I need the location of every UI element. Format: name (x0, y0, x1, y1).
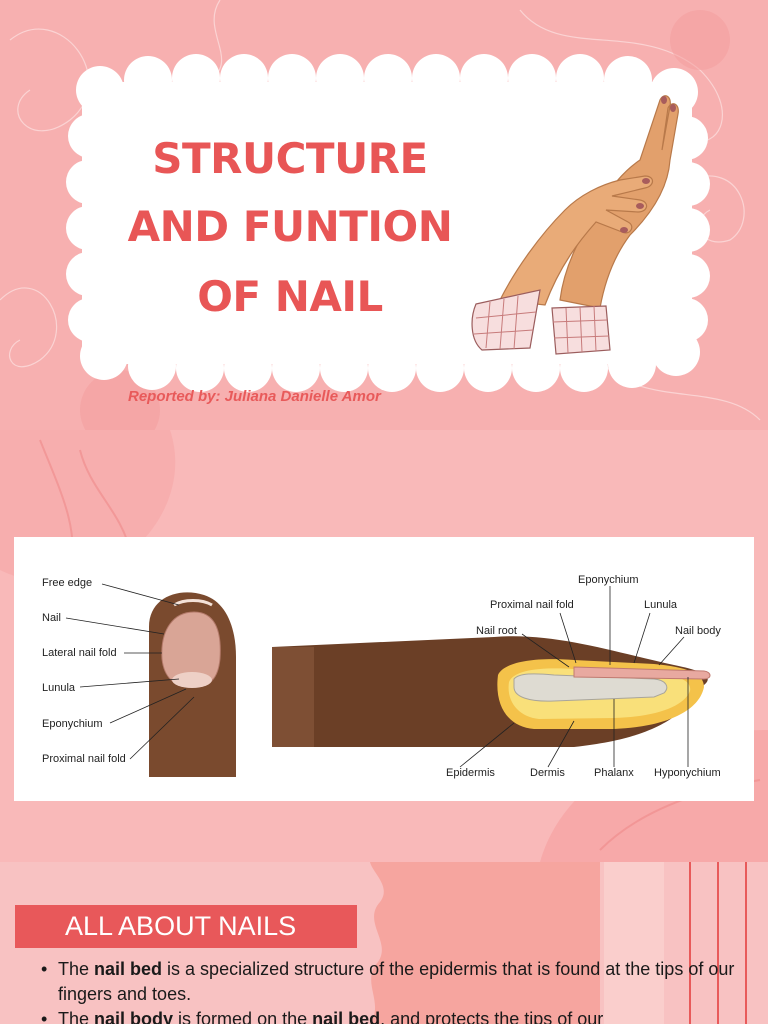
label-hyponychium: Hyponychium (654, 767, 721, 779)
bullet-bold-term: nail body (94, 1009, 174, 1024)
section-banner: ALL ABOUT NAILS (15, 905, 357, 948)
bullet-text: is a specialized structure of the epider… (58, 959, 735, 1004)
title-line-1: STRUCTURE (152, 134, 428, 183)
bullet-text: The (58, 959, 95, 979)
section-title: ALL ABOUT NAILS (65, 911, 297, 941)
label-phalanx: Phalanx (594, 767, 634, 779)
bullet-nail-bed: The nail bed is a specialized structure … (41, 957, 738, 1007)
bullet-bold-term: nail bed (94, 959, 163, 979)
label-proximal-nail-fold-left: Proximal nail fold (42, 753, 126, 765)
title-line-3: OF NAIL (197, 272, 383, 321)
caring-hands-icon (471, 95, 679, 355)
label-eponychium-right: Eponychium (578, 574, 639, 586)
label-nail-body: Nail body (675, 625, 721, 637)
label-lateral-nail-fold: Lateral nail fold (42, 647, 117, 659)
title-line-2: AND FUNTION (127, 202, 453, 251)
finger-illustration (65, 583, 711, 777)
info-slide: ALL ABOUT NAILS The nail bed is a specia… (0, 862, 768, 1024)
label-free-edge: Free edge (42, 577, 93, 589)
reporter-credit: Reported by: Juliana Danielle Amor (128, 388, 381, 405)
nail-anatomy-diagram: Free edge Nail Lateral nail fold Lunula … (14, 537, 754, 801)
bullet-text: The (58, 1009, 95, 1024)
label-proximal-nail-fold-right: Proximal nail fold (490, 599, 574, 611)
label-dermis: Dermis (530, 767, 565, 779)
bullet-bold-term: nail bed (312, 1009, 381, 1024)
label-epidermis: Epidermis (446, 767, 495, 779)
label-nail-root: Nail root (476, 625, 517, 637)
label-lunula-left: Lunula (42, 682, 76, 694)
label-eponychium-left: Eponychium (42, 718, 103, 730)
bullet-text: is formed on the (173, 1009, 313, 1024)
label-lunula-right: Lunula (644, 599, 678, 611)
title-slide: STRUCTURE AND FUNTION OF NAIL Reported b… (0, 0, 768, 430)
bullet-text: , and protects the tips of our (380, 1009, 604, 1024)
diagram-slide: Free edge Nail Lateral nail fold Lunula … (0, 430, 768, 862)
label-nail: Nail (42, 612, 61, 624)
bullet-nail-body: The nail body is formed on the nail bed,… (41, 1007, 738, 1024)
